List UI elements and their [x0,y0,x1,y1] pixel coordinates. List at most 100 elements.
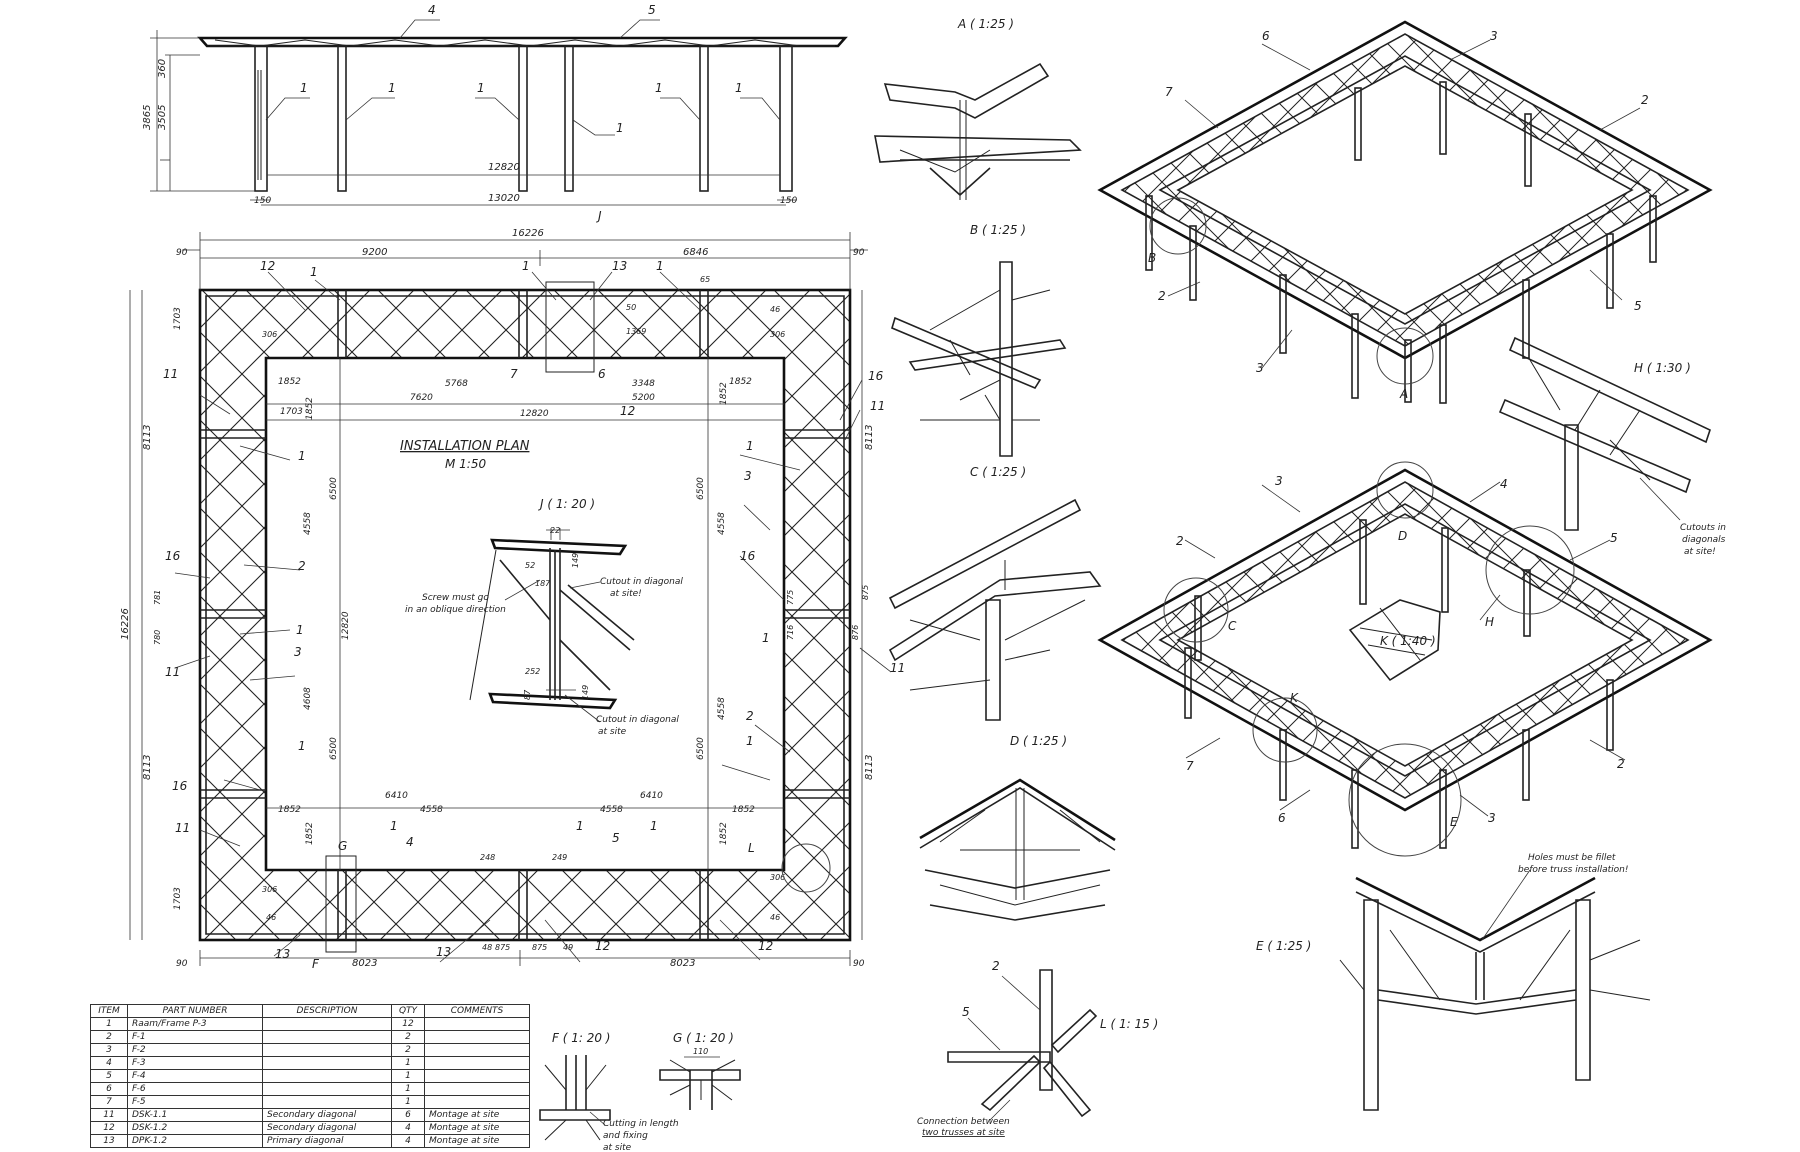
plan-dim-4558-v1: 4558 [303,512,313,535]
plan-dim-716: 716 [786,625,795,640]
elev-label-1d: 1 [616,121,624,135]
detail-G: G ( 1: 20 ) 110 [659,1031,741,1110]
plan-dim-306-a: 306 [262,330,277,339]
plan-dim-3348: 3348 [632,379,655,389]
plan-dim-1852-d: 1852 [732,805,755,815]
detail-L-title: L ( 1: 15 ) [1100,1017,1158,1031]
detail-J-dim-b: 52 [525,561,535,570]
plan-dim-4608: 4608 [303,687,313,710]
iso2-label-3b: 3 [1488,811,1496,825]
plan-dim-1703-mid: 1703 [280,407,303,417]
plan-label-11-l: 11 [165,665,180,679]
plan-label-6: 6 [598,367,606,381]
note-cutout-1: Cutout in diagonal [600,577,683,587]
plan-dim-6500-d: 6500 [696,737,706,760]
detail-J-dim-d: 187 [535,579,551,588]
plan-dim-875-c: 875 [532,943,547,952]
plan-label-13-b: 13 [436,945,451,959]
detail-C: C ( 1:25 ) [888,465,1102,721]
col-part-number: PART NUMBER [127,1004,263,1018]
detail-F: F ( 1: 20 ) Cutting in length and fixing… [539,1031,679,1152]
plan-label-12-tl: 12 [260,259,275,273]
plan-dim-248: 248 [480,853,495,862]
plan-label-13-t: 13 [612,259,627,273]
elev-label-5: 5 [648,3,656,17]
plan-label-13-bl: 13 [275,947,290,961]
detail-J-dim-f: 87 [523,689,532,700]
plan-dim-306-b: 306 [770,330,785,339]
plan-dim-48: 48 [482,943,492,952]
plan-dim-306-d: 306 [770,873,785,882]
parts-table: ITEM PART NUMBER DESCRIPTION QTY COMMENT… [90,1004,530,1148]
detail-J: J ( 1: 20 ) 22 52 149 187 252 87 149 Scr… [405,497,683,737]
note-cutting-2: and fixing [603,1131,648,1141]
plan-label-11-r: 11 [890,661,905,675]
detail-J-dim-a: 22 [550,526,560,535]
plan-label-2-r: 2 [746,709,754,723]
col-description: DESCRIPTION [262,1004,392,1018]
note-conn-1: Connection between [917,1117,1010,1127]
plan-dim-8023-b: 8023 [670,958,695,969]
plan-dim-4558-a: 4558 [420,805,443,815]
plan-dim-1703-tl: 1703 [173,307,183,330]
detail-D: D ( 1:25 ) [919,734,1116,921]
detail-J-dim-g: 149 [581,685,590,700]
plan-dim-780: 780 [153,630,162,645]
plan-label-1-g: 1 [390,819,398,833]
elev-dim-foot-left: 150 [254,196,271,206]
plan-dim-4558-v3: 4558 [717,697,727,720]
plan-label-3-r: 3 [744,469,752,483]
col-comments: COMMENTS [424,1004,530,1018]
detail-K-title: K ( 1:40 ) [1380,634,1436,648]
elev-label-1b: 1 [388,81,396,95]
elev-dim-total: 3865 [142,105,153,130]
plan-dim-edge-tl: 90 [176,248,188,258]
note-cutouts-h1: Cutouts in [1680,523,1726,533]
note-holes-1: Holes must be fillet [1528,853,1616,863]
plan-dim-306-c: 306 [262,885,277,894]
iso1-label-3b: 3 [1256,361,1264,375]
plan-label-12-b: 12 [595,939,610,953]
detail-B-title: B ( 1:25 ) [970,223,1026,237]
plan-dim-1852-a: 1852 [278,377,301,387]
detail-D-title: D ( 1:25 ) [1010,734,1067,748]
plan-label-3-l: 3 [294,645,302,659]
elev-dim-col: 3505 [157,105,168,130]
plan-dim-4558-v2: 4558 [717,512,727,535]
detail-G-dim: 110 [693,1047,708,1056]
detail-H: H ( 1:30 ) Cutouts in diagonals at site! [1498,336,1726,557]
plan-label-1-j: 1 [746,439,754,453]
plan-label-1-l: 1 [746,734,754,748]
plan-dim-edge-tr: 90 [853,248,865,258]
plan-dim-6410-a: 6410 [385,791,408,801]
iso2-label-4: 4 [1500,477,1508,491]
iso2-label-D: D [1398,529,1407,543]
note-conn-2: two trusses at site [922,1128,1005,1138]
plan-dim-6500-b: 6500 [329,737,339,760]
detail-J-title: J ( 1: 20 ) [538,497,595,511]
detail-H-title: H ( 1:30 ) [1634,361,1691,375]
note-cutouts-h3: at site! [1684,547,1716,557]
iso2-label-C: C [1228,619,1237,633]
plan-dim-876: 876 [851,625,860,640]
detail-G-title: G ( 1: 20 ) [673,1031,734,1045]
plan-dim-775: 775 [786,590,795,605]
note-cutout-2: at site! [610,589,642,599]
plan-label-2-l: 2 [298,559,306,573]
installation-plan: 16226 9200 6846 90 90 16226 8113 8113 81… [120,209,905,971]
plan-dim-65: 65 [700,275,710,284]
plan-dim-edge-br: 90 [853,959,865,969]
iso1-label-6: 6 [1262,29,1270,43]
plan-scale: M 1:50 [445,457,486,471]
plan-label-11-tr: 11 [870,399,885,413]
iso1-label-2b: 2 [1158,289,1166,303]
elev-label-1e: 1 [655,81,663,95]
iso2-label-H: H [1485,615,1494,629]
plan-dim-edge-bl: 90 [176,959,188,969]
